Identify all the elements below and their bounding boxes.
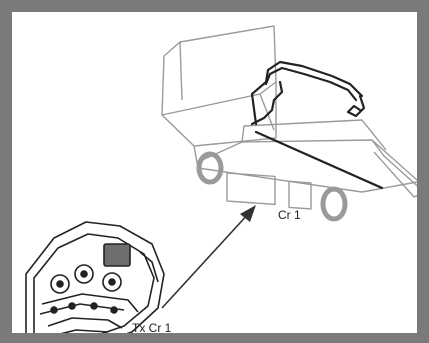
transmitter-display — [104, 244, 130, 266]
transmitter-label: Tx Cr 1 — [132, 322, 171, 334]
truck-cab — [162, 26, 276, 146]
signal-arrow — [162, 205, 256, 308]
truck-chassis — [194, 120, 424, 209]
rear-wheel — [323, 189, 345, 219]
receiver-label: Cr 1 — [278, 209, 301, 221]
truck-diagram — [12, 12, 429, 343]
